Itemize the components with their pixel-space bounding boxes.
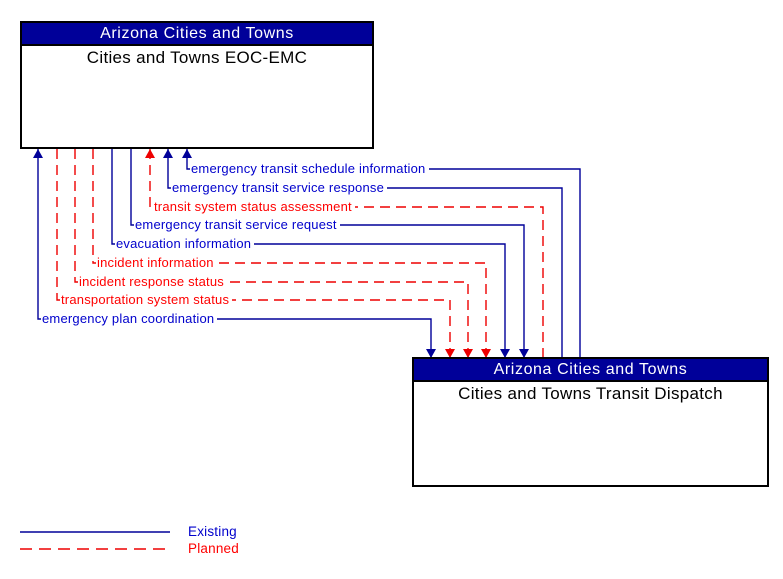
legend-label: Planned (188, 541, 239, 556)
arrowhead-up-icon (33, 149, 43, 158)
flow-label: emergency transit service response (171, 180, 388, 196)
flow-label: emergency transit schedule information (190, 161, 429, 177)
arrowhead-up-icon (182, 149, 192, 158)
arrowhead-down-icon (463, 349, 473, 358)
legend-line-dashed (20, 548, 170, 550)
flow-label: transportation system status (60, 292, 233, 308)
flow-line (111, 149, 506, 358)
arrowhead-up-icon (163, 149, 173, 158)
entity-header: Arizona Cities and Towns (22, 23, 372, 46)
entity-header: Arizona Cities and Towns (414, 359, 767, 382)
flow-line (92, 149, 487, 358)
flow-label: emergency plan coordination (41, 311, 218, 327)
legend-item-planned: Planned (20, 541, 239, 557)
legend-label: Existing (188, 524, 237, 539)
legend-item-existing: Existing (20, 524, 237, 540)
flow-line (74, 149, 469, 358)
flow-label: evacuation information (115, 236, 255, 252)
arrowhead-down-icon (481, 349, 491, 358)
arrowhead-down-icon (426, 349, 436, 358)
flow-line (37, 149, 432, 358)
flow-label: transit system status assessment (153, 199, 355, 215)
arrowhead-up-icon (145, 149, 155, 158)
legend-line-solid (20, 531, 170, 533)
arrowhead-down-icon (500, 349, 510, 358)
flow-label: incident information (96, 255, 217, 271)
flow-label: incident response status (78, 274, 227, 290)
arrowhead-down-icon (445, 349, 455, 358)
arrowhead-down-icon (519, 349, 529, 358)
entity-box-eoc-emc: Arizona Cities and Towns Cities and Town… (20, 21, 374, 149)
entity-box-transit-dispatch: Arizona Cities and Towns Cities and Town… (412, 357, 769, 487)
entity-title: Cities and Towns EOC-EMC (86, 48, 308, 67)
entity-title: Cities and Towns Transit Dispatch (458, 384, 723, 403)
flow-label: emergency transit service request (134, 217, 340, 233)
